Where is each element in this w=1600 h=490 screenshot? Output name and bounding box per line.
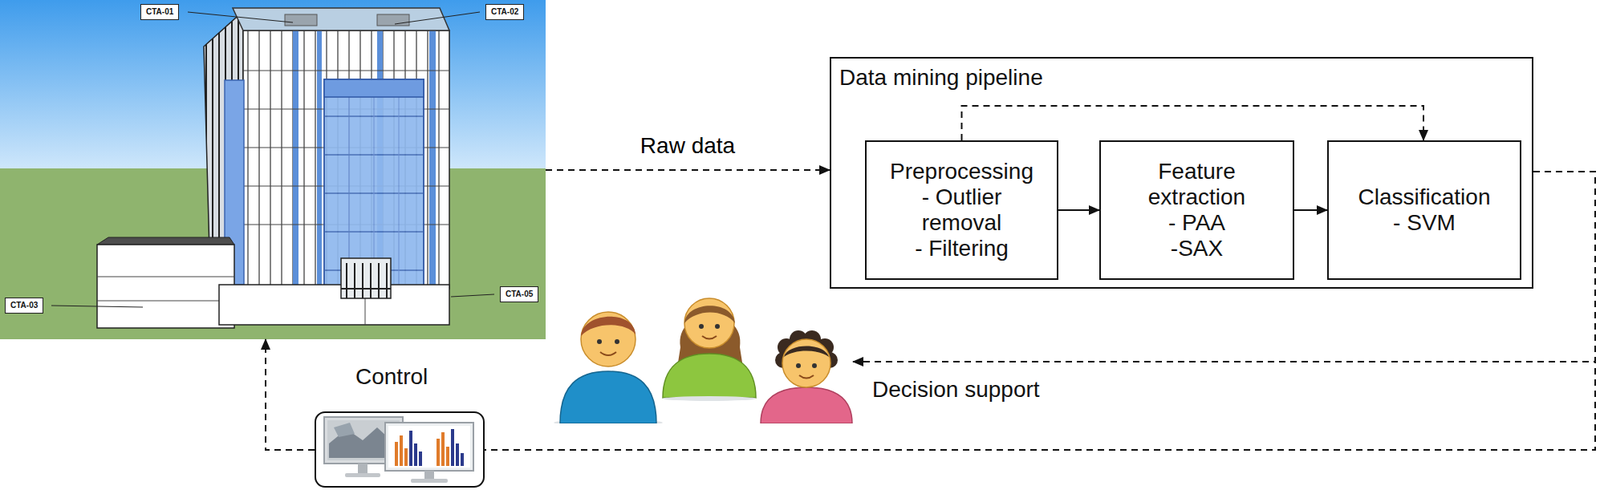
process-box: Preprocessing- Outlier removal- Filterin…: [864, 140, 1059, 281]
annotation-text: Decision support: [872, 377, 1040, 403]
node-text: - PAA: [1168, 210, 1226, 236]
cta-label: CTA-01: [140, 4, 179, 21]
cta-label: CTA-02: [485, 4, 524, 21]
people-group: Decision support: [553, 297, 853, 424]
solid-arrow: [1058, 209, 1100, 212]
edge-label: Raw data: [640, 133, 736, 159]
building-panel: CTA-01 CTA-02CTA-03 CTA-05: [0, 0, 546, 340]
solid-arrow: [1294, 209, 1328, 212]
dashed-arrow: [962, 105, 1425, 141]
node-text: - Filtering: [914, 235, 1009, 262]
node-text: Preprocessing: [889, 158, 1034, 185]
node-text: - Outlier removal: [882, 184, 1041, 236]
leader-line: [51, 12, 495, 308]
dashed-arrow: [545, 169, 830, 171]
cta-label: CTA-03: [4, 297, 44, 314]
dashed-arrow: [265, 339, 315, 451]
annotation-text: Control: [355, 364, 428, 390]
node-text: Classification: [1358, 184, 1491, 211]
control-monitor: Control: [314, 411, 485, 488]
building-illustration: [0, 0, 546, 340]
process-box: Classification- SVM: [1327, 140, 1522, 281]
node-text: Feature extraction: [1116, 158, 1277, 211]
cta-label: CTA-05: [499, 286, 539, 303]
node-text: -SAX: [1170, 235, 1223, 262]
node-text: - SVM: [1392, 210, 1456, 236]
people-icon: [553, 297, 853, 424]
monitor-icon: [314, 411, 485, 488]
pipeline-group: Data mining pipelinePreprocessing- Outli…: [829, 56, 1534, 289]
process-box: Feature extraction- PAA-SAX: [1099, 140, 1295, 281]
group-title: Data mining pipeline: [839, 64, 1044, 91]
